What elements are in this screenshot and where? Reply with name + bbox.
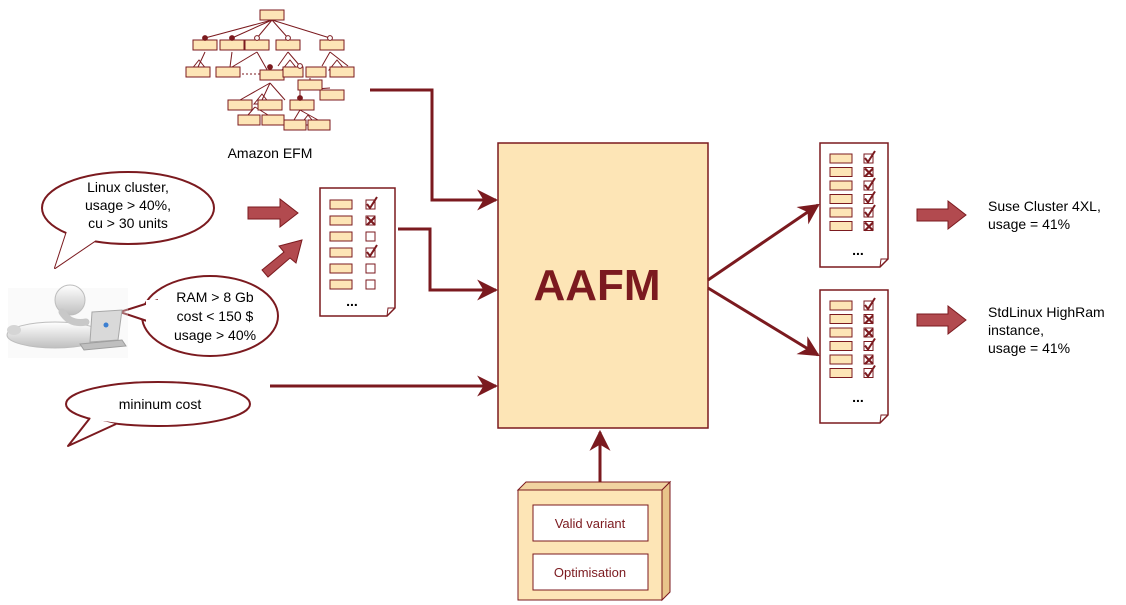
arrow-efm-to-aafm xyxy=(370,88,499,211)
bubble1-line3: cu > 30 units xyxy=(88,215,168,231)
output-configuration-document-2: ... xyxy=(819,289,889,424)
check-icon xyxy=(864,204,876,218)
optimisation-box xyxy=(532,553,649,591)
arrow-aafm-to-result2 xyxy=(707,286,820,357)
input-configuration-document: ... xyxy=(319,187,396,317)
bubble1-line1: Linux cluster, xyxy=(87,179,169,195)
check-icon xyxy=(864,190,876,205)
aafm-engine-box xyxy=(497,142,709,429)
bubble2-line1: RAM > 8 Gb xyxy=(176,289,254,305)
feature-model-tree xyxy=(185,9,355,131)
valid-variant-label: Valid variant xyxy=(555,516,626,531)
requirement-bubble-3: mininum cost xyxy=(65,381,251,447)
cross-icon xyxy=(864,314,874,325)
bubble3-line1: mininum cost xyxy=(119,396,202,412)
config-row-bar xyxy=(829,341,853,351)
config-row-bar xyxy=(829,207,853,218)
bubble2-line3: usage > 40% xyxy=(174,327,256,343)
check-icon xyxy=(366,244,378,258)
valid-variant-box xyxy=(532,504,649,542)
check-icon xyxy=(864,297,876,311)
config-row-bar xyxy=(829,167,853,177)
config-row-bar xyxy=(329,247,353,258)
block-arrow-output-1 xyxy=(916,199,967,231)
config-row-bar xyxy=(829,327,853,338)
block-arrow-diagonal xyxy=(261,239,303,278)
requirement-bubble-1: Linux cluster, usage > 40%, cu > 30 unit… xyxy=(41,171,215,269)
input-doc-ellipsis: ... xyxy=(346,293,358,309)
config-row-bar xyxy=(829,368,853,378)
check-icon xyxy=(366,196,378,210)
config-row-bar xyxy=(829,300,853,311)
result1-line1: Suse Cluster 4XL, xyxy=(988,198,1101,214)
block-arrow-input xyxy=(247,197,299,229)
check-icon xyxy=(864,177,876,191)
config-row-bar xyxy=(829,314,853,324)
check-icon xyxy=(864,364,876,379)
config-row-bar xyxy=(829,221,853,231)
arrow-aafm-to-result1 xyxy=(707,203,820,282)
output-configuration-document-1: ... xyxy=(819,142,889,268)
cross-icon xyxy=(864,221,874,232)
checkbox-empty xyxy=(365,279,376,290)
check-icon xyxy=(864,150,876,164)
arrow-config-to-aafm xyxy=(398,227,499,301)
config-row-bar xyxy=(329,231,353,242)
checkbox-empty xyxy=(365,263,376,274)
optimisation-label: Optimisation xyxy=(554,565,626,580)
operations-box: Valid variant Optimisation xyxy=(516,480,672,602)
config-row-bar xyxy=(329,199,353,210)
result2-line2: instance, xyxy=(988,322,1044,338)
cross-icon xyxy=(366,216,376,226)
config-row-bar xyxy=(829,180,853,191)
result2-line1: StdLinux HighRam xyxy=(988,304,1105,320)
config-row-bar xyxy=(829,153,853,164)
config-row-bar xyxy=(829,354,853,365)
requirement-bubble-2: RAM > 8 Gb cost < 150 $ usage > 40% xyxy=(119,275,279,357)
config-row-bar xyxy=(329,279,353,290)
output-doc2-ellipsis: ... xyxy=(852,389,864,405)
cross-icon xyxy=(864,328,874,338)
result1-line2: usage = 41% xyxy=(988,216,1070,232)
aafm-title: AAFM xyxy=(533,261,660,310)
result2-line3: usage = 41% xyxy=(988,340,1070,356)
cross-icon xyxy=(864,355,874,365)
config-row-bar xyxy=(829,194,853,204)
config-row-bar xyxy=(329,215,353,226)
cross-icon xyxy=(864,167,874,178)
check-icon xyxy=(864,337,876,352)
output-doc1-ellipsis: ... xyxy=(852,242,864,258)
bubble1-line2: usage > 40%, xyxy=(85,197,171,213)
bubble2-line2: cost < 150 $ xyxy=(177,308,254,324)
user-with-laptop-image xyxy=(6,284,128,358)
checkbox-empty xyxy=(365,231,376,242)
config-row-bar xyxy=(329,263,353,274)
block-arrow-output-2 xyxy=(916,304,967,336)
feature-model-caption: Amazon EFM xyxy=(228,145,313,161)
